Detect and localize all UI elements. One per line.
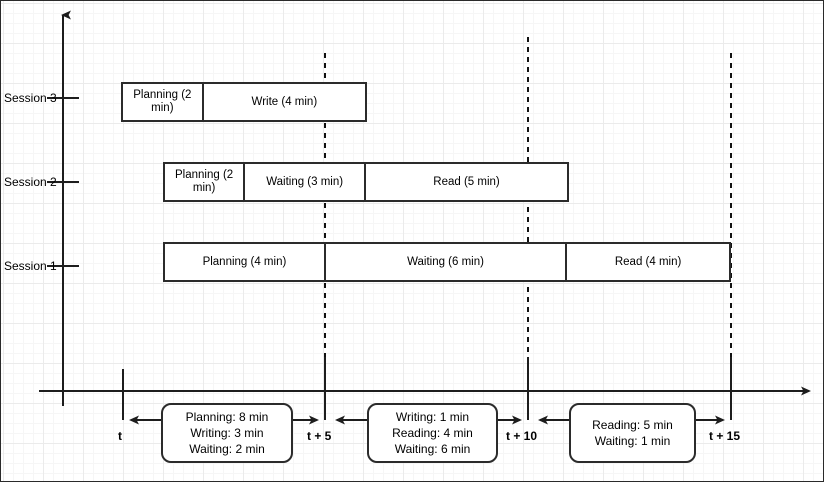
summary-3-line-2: Waiting: 1 min	[594, 434, 671, 448]
tick-drop-lines	[122, 357, 732, 420]
session-axis-line	[47, 10, 79, 406]
summary-1-line-3: Waiting: 2 min	[189, 442, 265, 456]
time-tick-label-t: t	[118, 429, 122, 443]
session-axis-label-session-1: Session 1	[4, 259, 57, 273]
session-2-segment-planning[interactable]: Planning (2 min)	[165, 164, 246, 200]
time-tick-label-t-plus-15: t + 15	[709, 429, 741, 443]
session-3-segment-write[interactable]: Write (4 min)	[251, 95, 318, 108]
time-tick-label-t-plus-10: t + 10	[506, 429, 538, 443]
summary-1-line-2: Writing: 3 min	[190, 426, 264, 440]
summary-box-interval-2[interactable]: Writing: 1 min Reading: 4 min Waiting: 6…	[367, 403, 498, 463]
session-3-segment-planning[interactable]: Planning (2 min)	[123, 84, 204, 120]
summary-box-interval-1[interactable]: Planning: 8 min Writing: 3 min Waiting: …	[161, 403, 293, 463]
session-2-segment-read[interactable]: Read (5 min)	[433, 175, 500, 188]
session-1-segment-read[interactable]: Read (4 min)	[614, 255, 682, 268]
summary-1-line-1: Planning: 8 min	[185, 410, 269, 424]
session-2-segment-waiting[interactable]: Waiting (3 min)	[245, 164, 367, 200]
session-axis-label-session-3: Session 3	[4, 91, 57, 105]
session-3-bar[interactable]: Planning (2 min) Write (4 min)	[121, 82, 367, 122]
interval-dashed-lines	[324, 37, 732, 391]
session-1-segment-planning[interactable]: Planning (4 min)	[165, 244, 326, 280]
session-2-bar[interactable]: Planning (2 min) Waiting (3 min) Read (5…	[163, 162, 569, 202]
session-1-segment-waiting[interactable]: Waiting (6 min)	[326, 244, 568, 280]
summary-2-line-2: Reading: 4 min	[392, 426, 473, 440]
session-1-bar[interactable]: Planning (4 min) Waiting (6 min) Read (4…	[163, 242, 731, 282]
summary-box-interval-3[interactable]: Reading: 5 min Waiting: 1 min	[569, 403, 696, 463]
summary-2-line-3: Waiting: 6 min	[394, 442, 471, 456]
summary-3-line-1: Reading: 5 min	[592, 418, 673, 432]
summary-2-line-1: Writing: 1 min	[395, 410, 470, 424]
time-tick-label-t-plus-5: t + 5	[307, 429, 332, 443]
session-axis-label-session-2: Session 2	[4, 175, 57, 189]
